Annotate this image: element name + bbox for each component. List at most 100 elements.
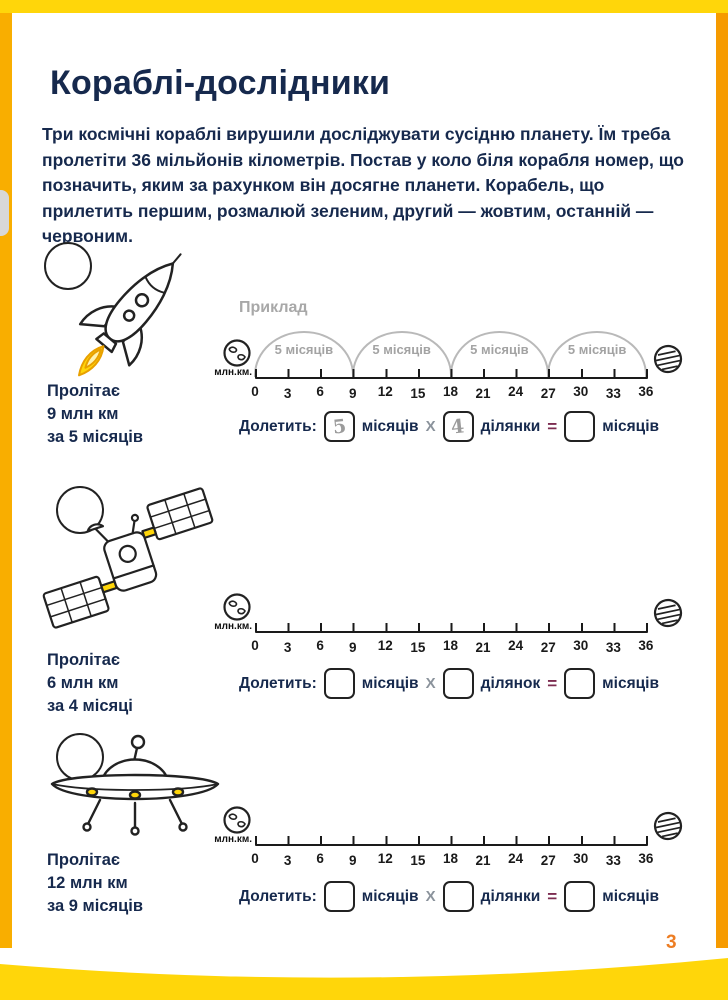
equals-sign: = xyxy=(547,416,558,436)
tick-label: 33 xyxy=(605,640,621,655)
answer-box[interactable]: 4 xyxy=(442,411,474,442)
stats-line1: Пролітає xyxy=(47,651,121,669)
answer-box[interactable] xyxy=(323,668,355,699)
tick-label: 3 xyxy=(283,386,292,401)
top-border-strip xyxy=(0,0,728,13)
stats-line2: 9 млн км xyxy=(47,405,119,423)
answer-unit: місяців xyxy=(602,417,660,435)
tick-label: 27 xyxy=(540,386,556,401)
answer-box[interactable] xyxy=(323,881,355,912)
page-edge-tab xyxy=(0,190,9,236)
numberline-ticks xyxy=(255,836,648,845)
numberline-ticks xyxy=(255,369,648,378)
tick-label: 21 xyxy=(475,386,491,401)
tick-label: 3 xyxy=(283,640,292,655)
equals-sign: = xyxy=(547,886,558,906)
stats-line1: Пролітає xyxy=(47,851,121,869)
tick-label: 36 xyxy=(638,638,654,653)
tick-label: 18 xyxy=(442,851,458,866)
tick-label: 30 xyxy=(573,851,589,866)
earth-icon xyxy=(223,339,251,367)
stats-line2: 12 млн км xyxy=(47,874,128,892)
axis-label: млн.км. xyxy=(214,834,252,845)
page-number: 3 xyxy=(666,932,677,953)
tick-label: 30 xyxy=(573,638,589,653)
handwritten-value: 5 xyxy=(331,414,348,439)
answer-unit: місяців xyxy=(361,674,419,692)
tick-label: 3 xyxy=(283,853,292,868)
example-label: Приклад xyxy=(239,299,308,316)
tick-label: 9 xyxy=(348,640,357,655)
numberline xyxy=(255,377,648,380)
rocket-flame-icon xyxy=(78,345,105,377)
stats-line1: Пролітає xyxy=(47,382,121,400)
answer-box[interactable] xyxy=(442,881,474,912)
tick-label: 21 xyxy=(475,853,491,868)
right-border-strip xyxy=(716,0,728,1000)
answer-box[interactable] xyxy=(564,411,596,442)
axis-label: млн.км. xyxy=(214,621,252,632)
answer-row: Долетить: 5 місяців X 4 ділянки = місяці… xyxy=(239,411,659,442)
tick-label: 6 xyxy=(316,638,324,653)
tick-label: 33 xyxy=(605,853,621,868)
tick-label: 15 xyxy=(410,640,426,655)
bottom-yellow-curve xyxy=(0,948,728,1000)
stats-line3: за 4 місяці xyxy=(47,697,133,715)
page-title: Кораблі-дослідники xyxy=(50,64,391,102)
answer-box[interactable] xyxy=(564,881,596,912)
answer-prefix: Долетить: xyxy=(239,887,317,905)
task-instructions: Три космічні кораблі вирушили досліджува… xyxy=(42,124,684,246)
vehicle-stats: Пролітає 6 млн км за 4 місяці xyxy=(47,649,133,718)
tick-label: 24 xyxy=(508,851,524,866)
earth-icon xyxy=(223,806,251,834)
stats-line3: за 9 місяців xyxy=(47,897,144,915)
vehicle-stats: Пролітає 12 млн км за 9 місяців xyxy=(47,849,143,918)
tick-label: 9 xyxy=(348,853,357,868)
answer-box[interactable]: 5 xyxy=(323,411,355,442)
equals-sign: = xyxy=(547,673,558,693)
striped-planet-icon xyxy=(653,344,683,374)
multiply-sign: X xyxy=(425,418,436,435)
left-border-strip xyxy=(0,0,12,1000)
tick-label: 33 xyxy=(605,386,621,401)
answer-row: Долетить: місяців X ділянок = місяців xyxy=(239,668,659,699)
striped-planet-icon xyxy=(653,811,683,841)
numberline xyxy=(255,844,648,847)
tick-label: 0 xyxy=(251,638,259,653)
answer-unit: ділянки xyxy=(480,887,541,905)
tick-label: 6 xyxy=(316,384,324,399)
answer-box[interactable] xyxy=(564,668,596,699)
tick-label: 27 xyxy=(540,640,556,655)
tick-label: 36 xyxy=(638,384,654,399)
arc-label: 5 місяців xyxy=(470,342,529,357)
striped-planet-icon xyxy=(653,598,683,628)
numberline-ticks xyxy=(255,623,648,632)
earth-icon xyxy=(223,593,251,621)
answer-unit: місяців xyxy=(602,887,660,905)
tick-label: 12 xyxy=(377,384,393,399)
answer-circle[interactable] xyxy=(44,242,92,290)
tick-label: 15 xyxy=(410,853,426,868)
answer-unit: місяців xyxy=(602,674,659,692)
tick-label: 24 xyxy=(508,638,524,653)
arc-label: 5 місяців xyxy=(567,342,627,357)
vehicle-stats: Пролітає 9 млн км за 5 місяців xyxy=(47,380,143,449)
tick-label: 24 xyxy=(508,384,524,399)
handwritten-value: 4 xyxy=(450,414,466,439)
tick-label: 12 xyxy=(377,851,393,866)
answer-unit: ділянок xyxy=(480,674,541,692)
tick-label: 12 xyxy=(377,638,393,653)
tick-label: 21 xyxy=(475,640,491,655)
tick-label: 15 xyxy=(410,386,426,401)
answer-box[interactable] xyxy=(442,668,474,699)
answer-unit: ділянки xyxy=(480,417,541,435)
ufo-illustration xyxy=(50,734,220,836)
tick-label: 0 xyxy=(251,851,259,866)
answer-prefix: Долетить: xyxy=(239,417,317,435)
answer-prefix: Долетить: xyxy=(239,674,317,692)
tick-label: 18 xyxy=(442,384,458,399)
